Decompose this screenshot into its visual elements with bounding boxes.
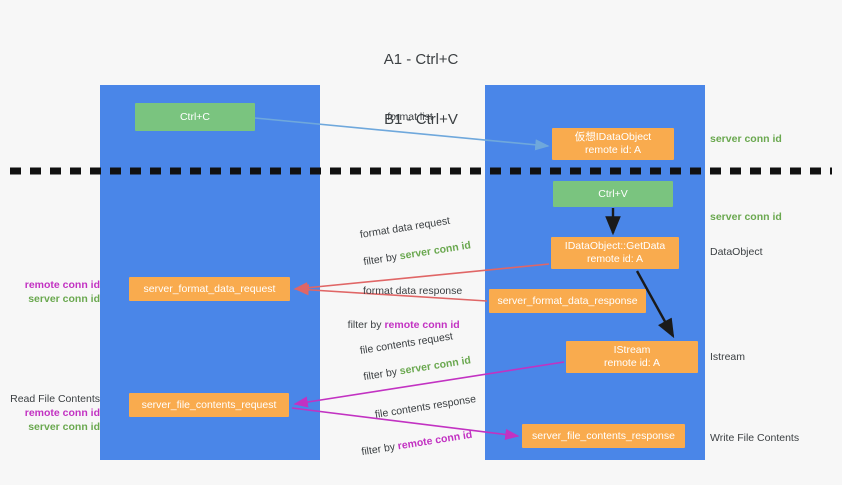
node-ctrl-c-label: Ctrl+C [179,110,211,123]
edge-label-format-data-response-filter: filter by remote conn id [336,304,460,346]
left-annotation-conn-ids: remote conn id server conn id [8,278,100,306]
edge-label-format-list: format list [387,111,433,123]
right-annotation-dataobject: DataObject [710,246,763,258]
node-ctrl-v-label: Ctrl+V [598,187,628,200]
node-virtual-dataobject-line1: 仮想IDataObject [574,131,652,143]
left-remote-conn-id: remote conn id [24,407,100,419]
left-server-conn-id: server conn id [28,421,100,433]
right-annotation-write-file-contents: Write File Contents [710,432,800,444]
node-server-file-contents-response[interactable]: server_file_contents_response [522,424,685,448]
left-server-conn-id: server conn id [28,293,100,305]
node-istream-line1: IStream [613,344,651,356]
node-server-file-contents-request[interactable]: server_file_contents_request [129,393,289,417]
node-server-format-data-request-label: server_format_data_request [143,282,276,295]
filter-by-text: filter by [362,250,401,269]
filter-by-text: filter by [347,319,385,331]
node-istream-line2: remote id: A [603,357,661,369]
node-getdata-line1: IDataObject::GetData [564,240,666,252]
left-annotation-read-file-contents: Read File Contents remote conn id server… [8,392,100,434]
server-conn-id-text: server conn id [398,354,472,378]
title-line-1: A1 - Ctrl+C [383,51,459,68]
right-annotation-istream: Istream [710,351,746,363]
node-ctrl-c[interactable]: Ctrl+C [135,103,255,131]
node-server-format-data-response-label: server_format_data_response [497,294,638,307]
remote-conn-id-text: remote conn id [396,428,474,453]
node-istream[interactable]: IStream remote id: A [566,341,698,373]
phase-divider [10,167,832,175]
right-annotation-server-conn-id-1: server conn id [710,133,782,145]
left-read-file-contents-heading: Read File Contents [10,393,100,405]
right-annotation-server-conn-id-2: server conn id [710,211,782,223]
node-getdata[interactable]: IDataObject::GetData remote id: A [551,237,679,269]
node-virtual-dataobject-line2: remote id: A [584,144,642,156]
node-server-format-data-response[interactable]: server_format_data_response [489,289,646,313]
server-conn-id-text: server conn id [398,239,472,263]
node-getdata-line2: remote id: A [586,253,644,265]
node-server-file-contents-request-label: server_file_contents_request [141,398,277,411]
node-server-format-data-request[interactable]: server_format_data_request [129,277,290,301]
filter-by-text: filter by [362,365,401,384]
filter-by-text: filter by [360,440,399,459]
node-server-file-contents-response-label: server_file_contents_response [531,429,675,442]
edge-label-format-data-response: format data response [363,285,463,297]
left-remote-conn-id: remote conn id [24,279,100,291]
node-ctrl-v[interactable]: Ctrl+V [553,181,673,207]
remote-conn-id-text: remote conn id [384,319,460,331]
edge-label-file-contents-response-filter: filter by remote conn id [347,414,476,475]
node-virtual-dataobject[interactable]: 仮想IDataObject remote id: A [552,128,674,160]
